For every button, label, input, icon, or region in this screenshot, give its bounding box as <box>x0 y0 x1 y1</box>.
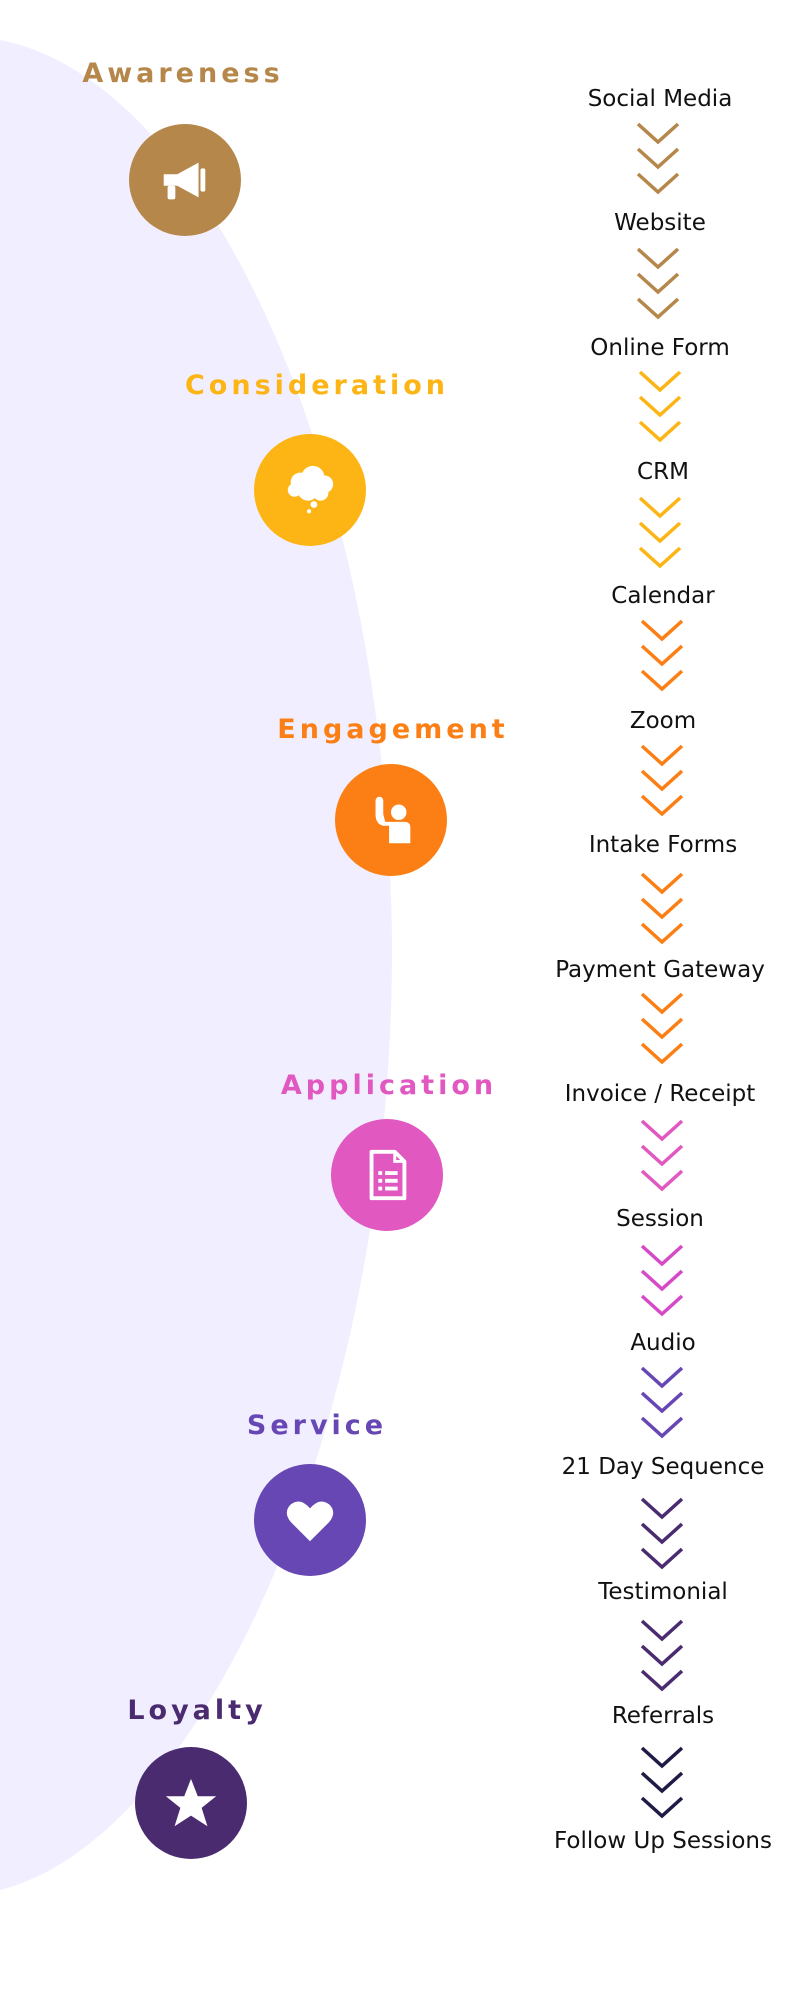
chevron-down-icon <box>640 1497 684 1570</box>
step-label-website: Website <box>614 210 706 236</box>
step-label-intake-forms: Intake Forms <box>588 832 738 858</box>
chevron-stroke <box>640 1522 684 1545</box>
chevron-stroke <box>638 395 682 418</box>
chevron-stroke <box>640 872 684 895</box>
step-label-calendar: Calendar <box>611 583 715 609</box>
megaphone-icon <box>163 162 206 200</box>
chevron-stroke <box>640 1042 684 1065</box>
stage-circle-service <box>254 1464 366 1576</box>
chevron-stroke <box>640 1416 684 1439</box>
chevron-stroke <box>640 619 684 642</box>
chevron-stroke <box>636 172 680 195</box>
chevron-stroke <box>640 992 684 1015</box>
chevron-stroke <box>636 247 680 270</box>
stage-circle-loyalty <box>135 1747 247 1859</box>
stage-title-awareness: Awareness <box>82 58 284 89</box>
chevron-stroke <box>636 122 680 145</box>
chevron-down-icon <box>640 872 684 945</box>
chevron-down-icon <box>640 992 684 1065</box>
chevron-stroke <box>640 1017 684 1040</box>
star-icon <box>165 1778 217 1827</box>
chevron-down-icon <box>638 496 682 569</box>
step-label-referrals: Referrals <box>611 1703 715 1729</box>
stage-circle-consideration <box>254 434 366 546</box>
chevron-stroke <box>638 370 682 393</box>
step-label-audio: Audio <box>630 1330 696 1356</box>
step-label-session: Session <box>616 1206 704 1232</box>
chevron-stroke <box>640 922 684 945</box>
chevron-stroke <box>640 897 684 920</box>
chevron-down-icon <box>636 247 680 320</box>
chevron-stroke <box>640 1796 684 1819</box>
stage-title-consideration: Consideration <box>184 370 450 401</box>
chevron-stroke <box>640 794 684 817</box>
chevron-stroke <box>640 1497 684 1520</box>
stage-title-application: Application <box>280 1070 498 1101</box>
chevron-stroke <box>640 1244 684 1267</box>
step-label-testimonial: Testimonial <box>598 1579 728 1605</box>
step-label-21-day-sequence: 21 Day Sequence <box>561 1454 765 1480</box>
chevron-stroke <box>640 1746 684 1769</box>
chevron-stroke <box>638 420 682 443</box>
stage-circle-awareness <box>129 124 241 236</box>
chevron-stroke <box>640 1269 684 1292</box>
step-label-payment-gateway: Payment Gateway <box>555 957 765 983</box>
chevron-stroke <box>640 1644 684 1667</box>
chevron-stroke <box>638 546 682 569</box>
chevron-down-icon <box>636 122 680 195</box>
chevron-stroke <box>640 1391 684 1414</box>
step-label-follow-up-sessions: Follow Up Sessions <box>554 1828 772 1854</box>
step-label-zoom: Zoom <box>629 708 697 734</box>
chevron-stroke <box>640 1294 684 1317</box>
chevron-down-icon <box>638 370 682 443</box>
step-label-social-media: Social Media <box>587 86 733 112</box>
stage-title-service: Service <box>246 1410 388 1441</box>
chevron-stroke <box>640 1169 684 1192</box>
chevron-stroke <box>640 1144 684 1167</box>
chevron-stroke <box>640 644 684 667</box>
chevron-stroke <box>640 1547 684 1570</box>
step-label-invoice-receipt: Invoice / Receipt <box>564 1081 756 1107</box>
chevron-stroke <box>638 521 682 544</box>
chevron-down-icon <box>640 1244 684 1317</box>
chevron-stroke <box>638 496 682 519</box>
chevron-stroke <box>636 272 680 295</box>
chevron-stroke <box>640 769 684 792</box>
chevron-stroke <box>640 1619 684 1642</box>
heart-icon <box>286 1501 334 1542</box>
chevron-down-icon <box>640 1366 684 1439</box>
chevron-down-icon <box>640 1746 684 1819</box>
stage-title-loyalty: Loyalty <box>127 1695 267 1726</box>
chevron-stroke <box>636 297 680 320</box>
form-document-icon <box>369 1149 407 1201</box>
chevron-down-icon <box>640 744 684 817</box>
step-label-crm: CRM <box>637 459 689 485</box>
chevron-stroke <box>640 1771 684 1794</box>
chevron-stroke <box>640 1119 684 1142</box>
stage-circle-engagement <box>335 764 447 876</box>
stage-title-engagement: Engagement <box>277 714 509 745</box>
thought-bubble-icon <box>287 465 334 514</box>
chevron-stroke <box>640 1366 684 1389</box>
chevron-down-icon <box>640 619 684 692</box>
chevron-stroke <box>640 1669 684 1692</box>
chevron-down-icon <box>640 1619 684 1692</box>
stage-circle-application <box>331 1119 443 1231</box>
step-label-online-form: Online Form <box>590 335 730 361</box>
chevron-down-icon <box>640 1119 684 1192</box>
chevron-stroke <box>640 744 684 767</box>
chevron-stroke <box>640 669 684 692</box>
chevron-stroke <box>636 147 680 170</box>
raised-hand-icon <box>375 796 411 844</box>
